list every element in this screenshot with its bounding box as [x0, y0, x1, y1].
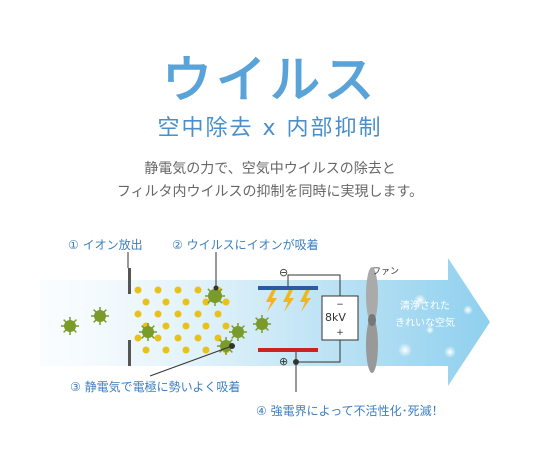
ion-particle [174, 334, 182, 342]
fan-icon [366, 267, 378, 373]
virus-icon [253, 315, 271, 333]
lightning-icon [266, 290, 277, 312]
ion-particle [134, 310, 142, 318]
ion-particle [202, 298, 210, 306]
lightning-icons [266, 290, 311, 312]
ion-emitter-bottom [128, 340, 131, 366]
negative-terminal-label: ⊖ [279, 266, 289, 279]
circuit-wire [287, 274, 341, 363]
positive-terminal-label: ⊕ [279, 355, 289, 368]
ion-particle [202, 346, 210, 354]
fan-label: ファン [372, 267, 400, 277]
electrode-positive [258, 348, 318, 352]
virus-icon [205, 286, 225, 306]
description-line-2: フィルタ内ウイルスの抑制を同時に実現します。 [116, 184, 424, 200]
lightning-icon [300, 290, 311, 312]
step-2-label: ② ウイルスにイオンが吸着 [172, 238, 319, 252]
step-1-label: ① イオン放出 [68, 238, 143, 252]
step-3-label: ③ 静電気で電極に勢いよく吸着 [70, 380, 241, 394]
clean-air-label-line-1: 清浄された [400, 301, 450, 312]
ion-particle [194, 334, 202, 342]
ion-particle [162, 298, 170, 306]
power-supply-box [321, 295, 359, 341]
virus-icon [229, 323, 247, 341]
virus-icon [61, 317, 79, 335]
power-minus-sign: − [336, 300, 344, 310]
ion-particle [134, 286, 142, 294]
power-plus-sign: + [336, 328, 344, 338]
ion-particle [222, 322, 230, 330]
description-line-1: 静電気の力で、空気中ウイルスの除去と [144, 161, 396, 177]
ion-particle [142, 346, 150, 354]
clean-air-label-line-2: きれいな空気 [395, 318, 455, 329]
ion-particle [174, 310, 182, 318]
ion-particle [142, 298, 150, 306]
ion-emitter-top [128, 268, 131, 294]
callout-lines [127, 252, 299, 392]
ion-particle [174, 286, 182, 294]
electrode-negative [258, 286, 318, 290]
ion-particle [182, 346, 190, 354]
ion-particle [134, 334, 142, 342]
ion-particle [194, 310, 202, 318]
ion-particle [154, 334, 162, 342]
sparkle-effects [398, 294, 473, 358]
lightning-icon [283, 290, 294, 312]
ion-particle [214, 310, 222, 318]
ion-particle [222, 298, 230, 306]
voltage-label: 8kV [325, 311, 346, 324]
ion-particle [154, 310, 162, 318]
ion-particle [182, 298, 190, 306]
ion-particle [162, 322, 170, 330]
ion-particle [202, 322, 210, 330]
virus-icon [91, 307, 109, 325]
virus-icon [139, 323, 157, 341]
ion-particle [162, 346, 170, 354]
step-4-label: ④ 強電界によって不活性化･死滅！ [256, 404, 444, 418]
ion-particle [154, 286, 162, 294]
ion-particle [182, 322, 190, 330]
page-title: ウイルス [162, 51, 378, 109]
page-subtitle: 空中除去 x 内部抑制 [157, 116, 383, 141]
ion-particle [194, 286, 202, 294]
